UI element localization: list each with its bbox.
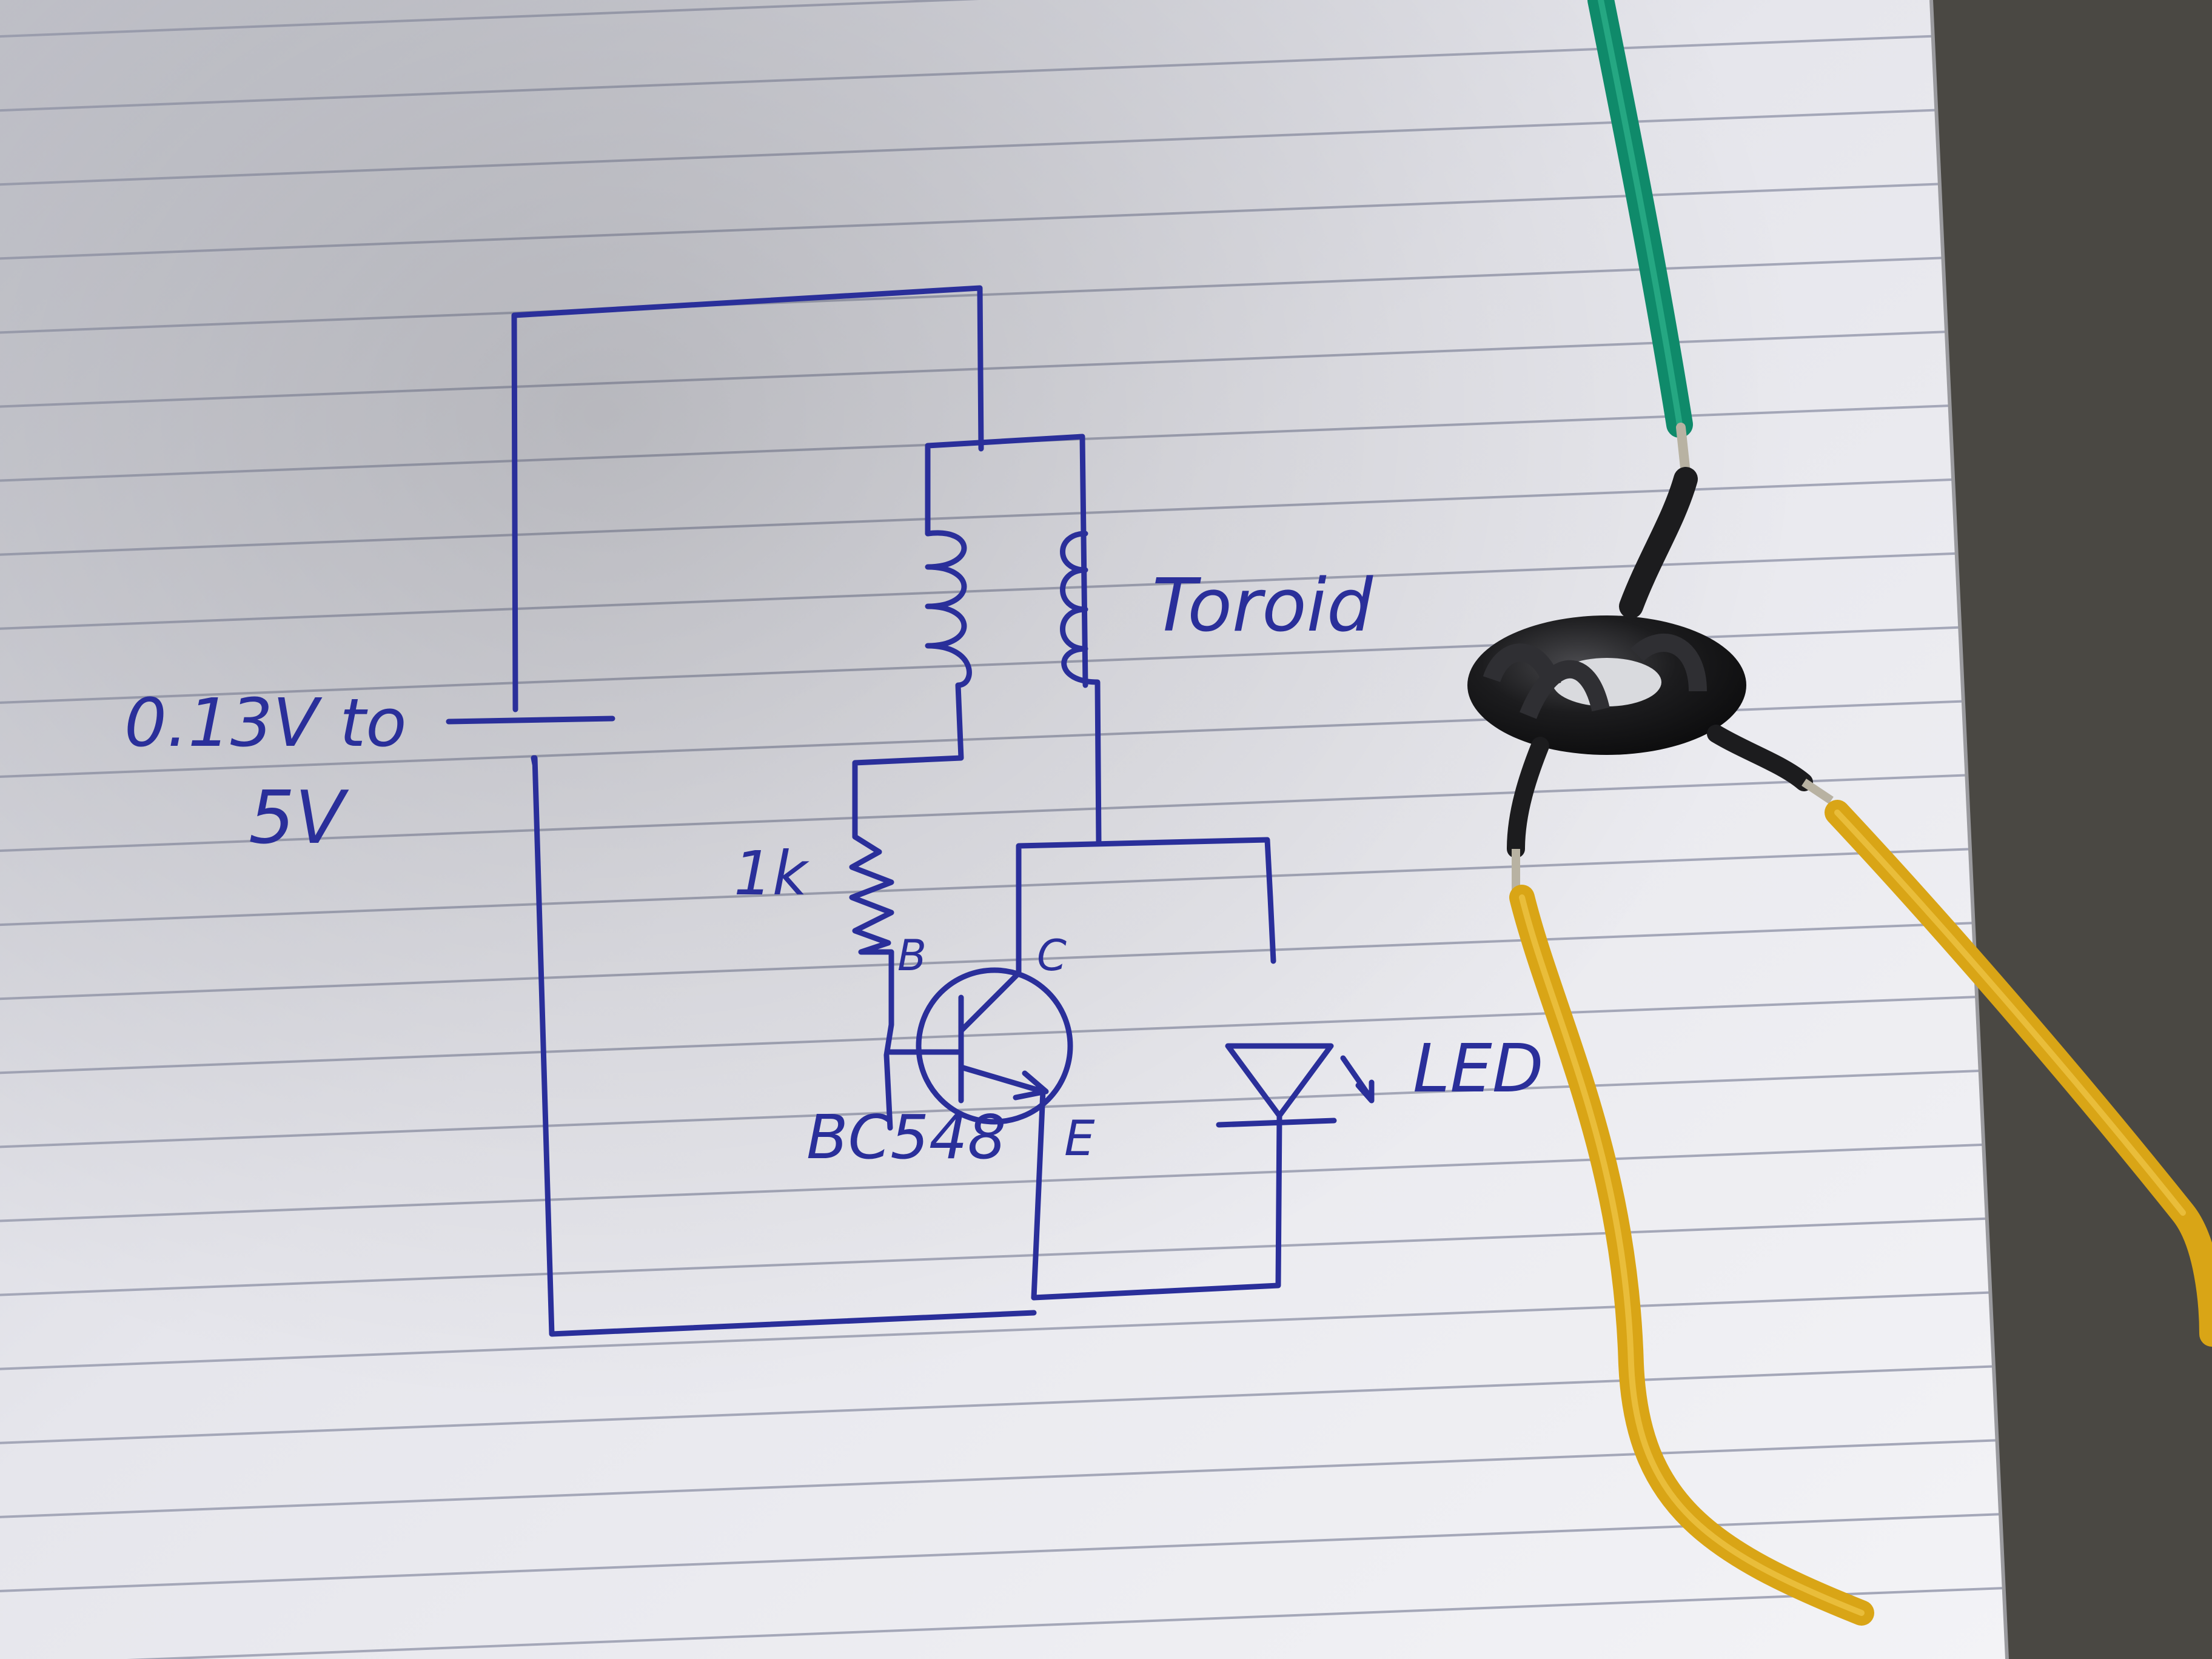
transistor-emitter xyxy=(958,1064,1049,1301)
primary-coil xyxy=(852,530,972,840)
transistor-base-line xyxy=(887,994,964,1104)
resistor-label: 1k xyxy=(734,838,810,909)
supply-voltage-label-line1: 0.13V to xyxy=(124,684,407,762)
green-wire xyxy=(1587,0,1693,478)
coil-split-wire xyxy=(925,434,1088,688)
notebook-paper xyxy=(0,0,2009,1659)
supply-top-wire xyxy=(511,285,984,712)
schematic-labels: 0.13V to 5V Toroid 1k B C E BC548 LED xyxy=(124,564,1544,1173)
base-label: B xyxy=(897,931,927,980)
toroid-component xyxy=(1467,467,1834,891)
yellow-wires xyxy=(1509,800,2212,1626)
led-label: LED xyxy=(1413,1030,1544,1107)
secondary-coil xyxy=(1060,531,1102,846)
transistor-label: BC548 xyxy=(806,1102,1006,1173)
supply-voltage-label-line2: 5V xyxy=(249,776,349,860)
emitter-label: E xyxy=(1064,1110,1095,1167)
resistor-1k xyxy=(849,834,894,1131)
led-symbol xyxy=(1031,894,1337,1301)
circuit-schematic xyxy=(446,285,1375,1337)
toroid-label: Toroid xyxy=(1152,564,1373,648)
led-arrows xyxy=(1340,1055,1375,1104)
collector-label: C xyxy=(1037,931,1067,980)
transistor-collector xyxy=(958,837,1273,1034)
supply-bottom-wire xyxy=(532,755,1037,1337)
transistor-body xyxy=(916,967,1073,1125)
